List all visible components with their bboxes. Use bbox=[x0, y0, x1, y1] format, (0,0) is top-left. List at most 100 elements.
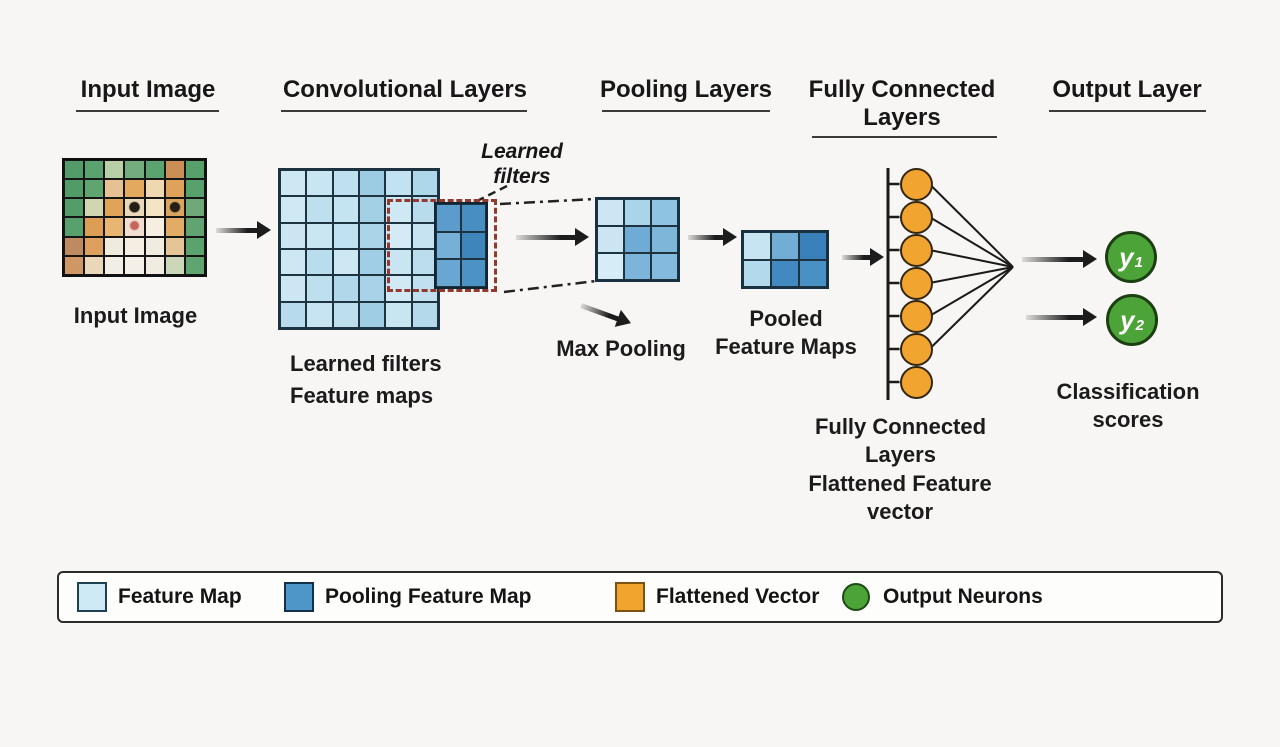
grid-cell bbox=[436, 231, 461, 260]
flattened-vector-caption: Flattened Feature vector bbox=[789, 470, 1011, 526]
feature-map-swatch bbox=[77, 582, 107, 612]
arrow-fc-to-y2 bbox=[1026, 308, 1097, 326]
grid-cell bbox=[359, 222, 386, 249]
grid-cell bbox=[799, 259, 827, 287]
fc-line bbox=[928, 183, 1014, 268]
grid-cell bbox=[64, 236, 85, 256]
grid-cell bbox=[743, 232, 771, 260]
header-fully-connected-layers: Fully Connected Layers bbox=[798, 76, 1006, 132]
grid-cell bbox=[184, 160, 205, 180]
grid-cell bbox=[84, 160, 105, 180]
underline bbox=[602, 110, 770, 112]
output-node-base: y bbox=[1119, 241, 1134, 272]
header-output-layer: Output Layer bbox=[1052, 76, 1202, 103]
grid-cell bbox=[124, 217, 145, 237]
fc-caption-line2: Layers bbox=[865, 442, 936, 467]
fc-neuron bbox=[899, 233, 933, 267]
zoom-leader-top bbox=[499, 197, 597, 206]
grid-cell bbox=[624, 199, 651, 226]
fc-neuron bbox=[899, 200, 933, 234]
header-fc-line1: Fully Connected bbox=[808, 76, 996, 103]
header-convolutional-layers: Convolutional Layers bbox=[282, 76, 528, 103]
max-pooling-arrow bbox=[580, 303, 620, 322]
grid-cell bbox=[461, 231, 486, 260]
fc-line bbox=[929, 249, 1014, 268]
zoom-leader-bottom bbox=[503, 279, 597, 294]
grid-cell bbox=[597, 253, 624, 280]
grid-cell bbox=[64, 217, 85, 237]
output-node-base: y bbox=[1120, 304, 1135, 335]
learned-filter-box bbox=[387, 199, 497, 292]
grid-cell bbox=[411, 222, 438, 249]
fc-neuron bbox=[899, 299, 933, 333]
callout-line1: Learned bbox=[481, 140, 563, 163]
header-input-image: Input Image bbox=[80, 76, 216, 103]
grid-cell bbox=[359, 196, 386, 223]
grid-cell bbox=[385, 301, 412, 328]
grid-cell bbox=[436, 204, 461, 232]
classification-line1: Classification bbox=[1056, 379, 1200, 404]
conv-caption-learned-filters: Learned filters bbox=[290, 351, 442, 376]
grid-cell bbox=[84, 179, 105, 199]
pooled-line2: Feature Maps bbox=[715, 334, 857, 359]
legend-label: Feature Map bbox=[118, 585, 242, 608]
output-node-subscript: 2 bbox=[1135, 316, 1144, 334]
grid-cell bbox=[84, 255, 105, 275]
grid-cell bbox=[184, 179, 205, 199]
grid-cell bbox=[144, 236, 165, 256]
grid-cell bbox=[306, 222, 333, 249]
fc-neuron bbox=[899, 167, 933, 201]
max-pooling-label: Max Pooling bbox=[556, 336, 686, 361]
arrow-pooled-to-fc bbox=[842, 248, 884, 266]
grid-cell bbox=[144, 160, 165, 180]
underline bbox=[76, 110, 219, 112]
fc-layers-caption: Fully Connected Layers bbox=[797, 413, 1004, 469]
grid-cell bbox=[359, 301, 386, 328]
grid-cell bbox=[411, 275, 438, 302]
pooled-line1: Pooled bbox=[749, 306, 823, 331]
grid-cell bbox=[184, 236, 205, 256]
grid-cell bbox=[64, 198, 85, 218]
pooled-feature-maps-label: Pooled Feature Maps bbox=[701, 305, 871, 361]
grid-cell bbox=[411, 170, 438, 197]
grid-cell bbox=[332, 222, 359, 249]
grid-cell bbox=[64, 255, 85, 275]
arrow-pool-to-pooled bbox=[688, 228, 737, 246]
flattened-vector-swatch bbox=[615, 582, 645, 612]
underline bbox=[281, 110, 527, 112]
grid-cell bbox=[124, 255, 145, 275]
grid-cell bbox=[411, 301, 438, 328]
grid-cell bbox=[104, 198, 125, 218]
fc-neuron bbox=[899, 266, 933, 300]
grid-cell bbox=[436, 259, 461, 287]
grid-cell bbox=[144, 255, 165, 275]
callout-line2: filters bbox=[493, 165, 551, 188]
arrow-fc-to-y1 bbox=[1022, 250, 1097, 268]
arrow-conv-to-pool bbox=[516, 228, 589, 246]
grid-cell bbox=[124, 236, 145, 256]
flattened-line1: Flattened Feature bbox=[808, 471, 992, 496]
grid-cell bbox=[332, 196, 359, 223]
grid-cell bbox=[597, 226, 624, 253]
grid-cell bbox=[359, 249, 386, 276]
grid-cell bbox=[651, 226, 678, 253]
grid-cell bbox=[306, 170, 333, 197]
grid-cell bbox=[385, 170, 412, 197]
grid-cell bbox=[124, 179, 145, 199]
grid-cell bbox=[64, 179, 85, 199]
input-image-caption: Input Image bbox=[73, 303, 198, 328]
legend-label: Output Neurons bbox=[883, 585, 1043, 608]
classification-line2: scores bbox=[1092, 407, 1164, 432]
input-image-grid bbox=[62, 158, 207, 277]
grid-cell bbox=[280, 249, 307, 276]
fc-caption-line1: Fully Connected bbox=[814, 414, 987, 439]
grid-cell bbox=[624, 226, 651, 253]
grid-cell bbox=[164, 160, 185, 180]
grid-cell bbox=[104, 160, 125, 180]
grid-cell bbox=[184, 255, 205, 275]
fc-line bbox=[928, 216, 1014, 268]
grid-cell bbox=[84, 217, 105, 237]
classification-scores-label: Classification scores bbox=[1037, 378, 1219, 434]
